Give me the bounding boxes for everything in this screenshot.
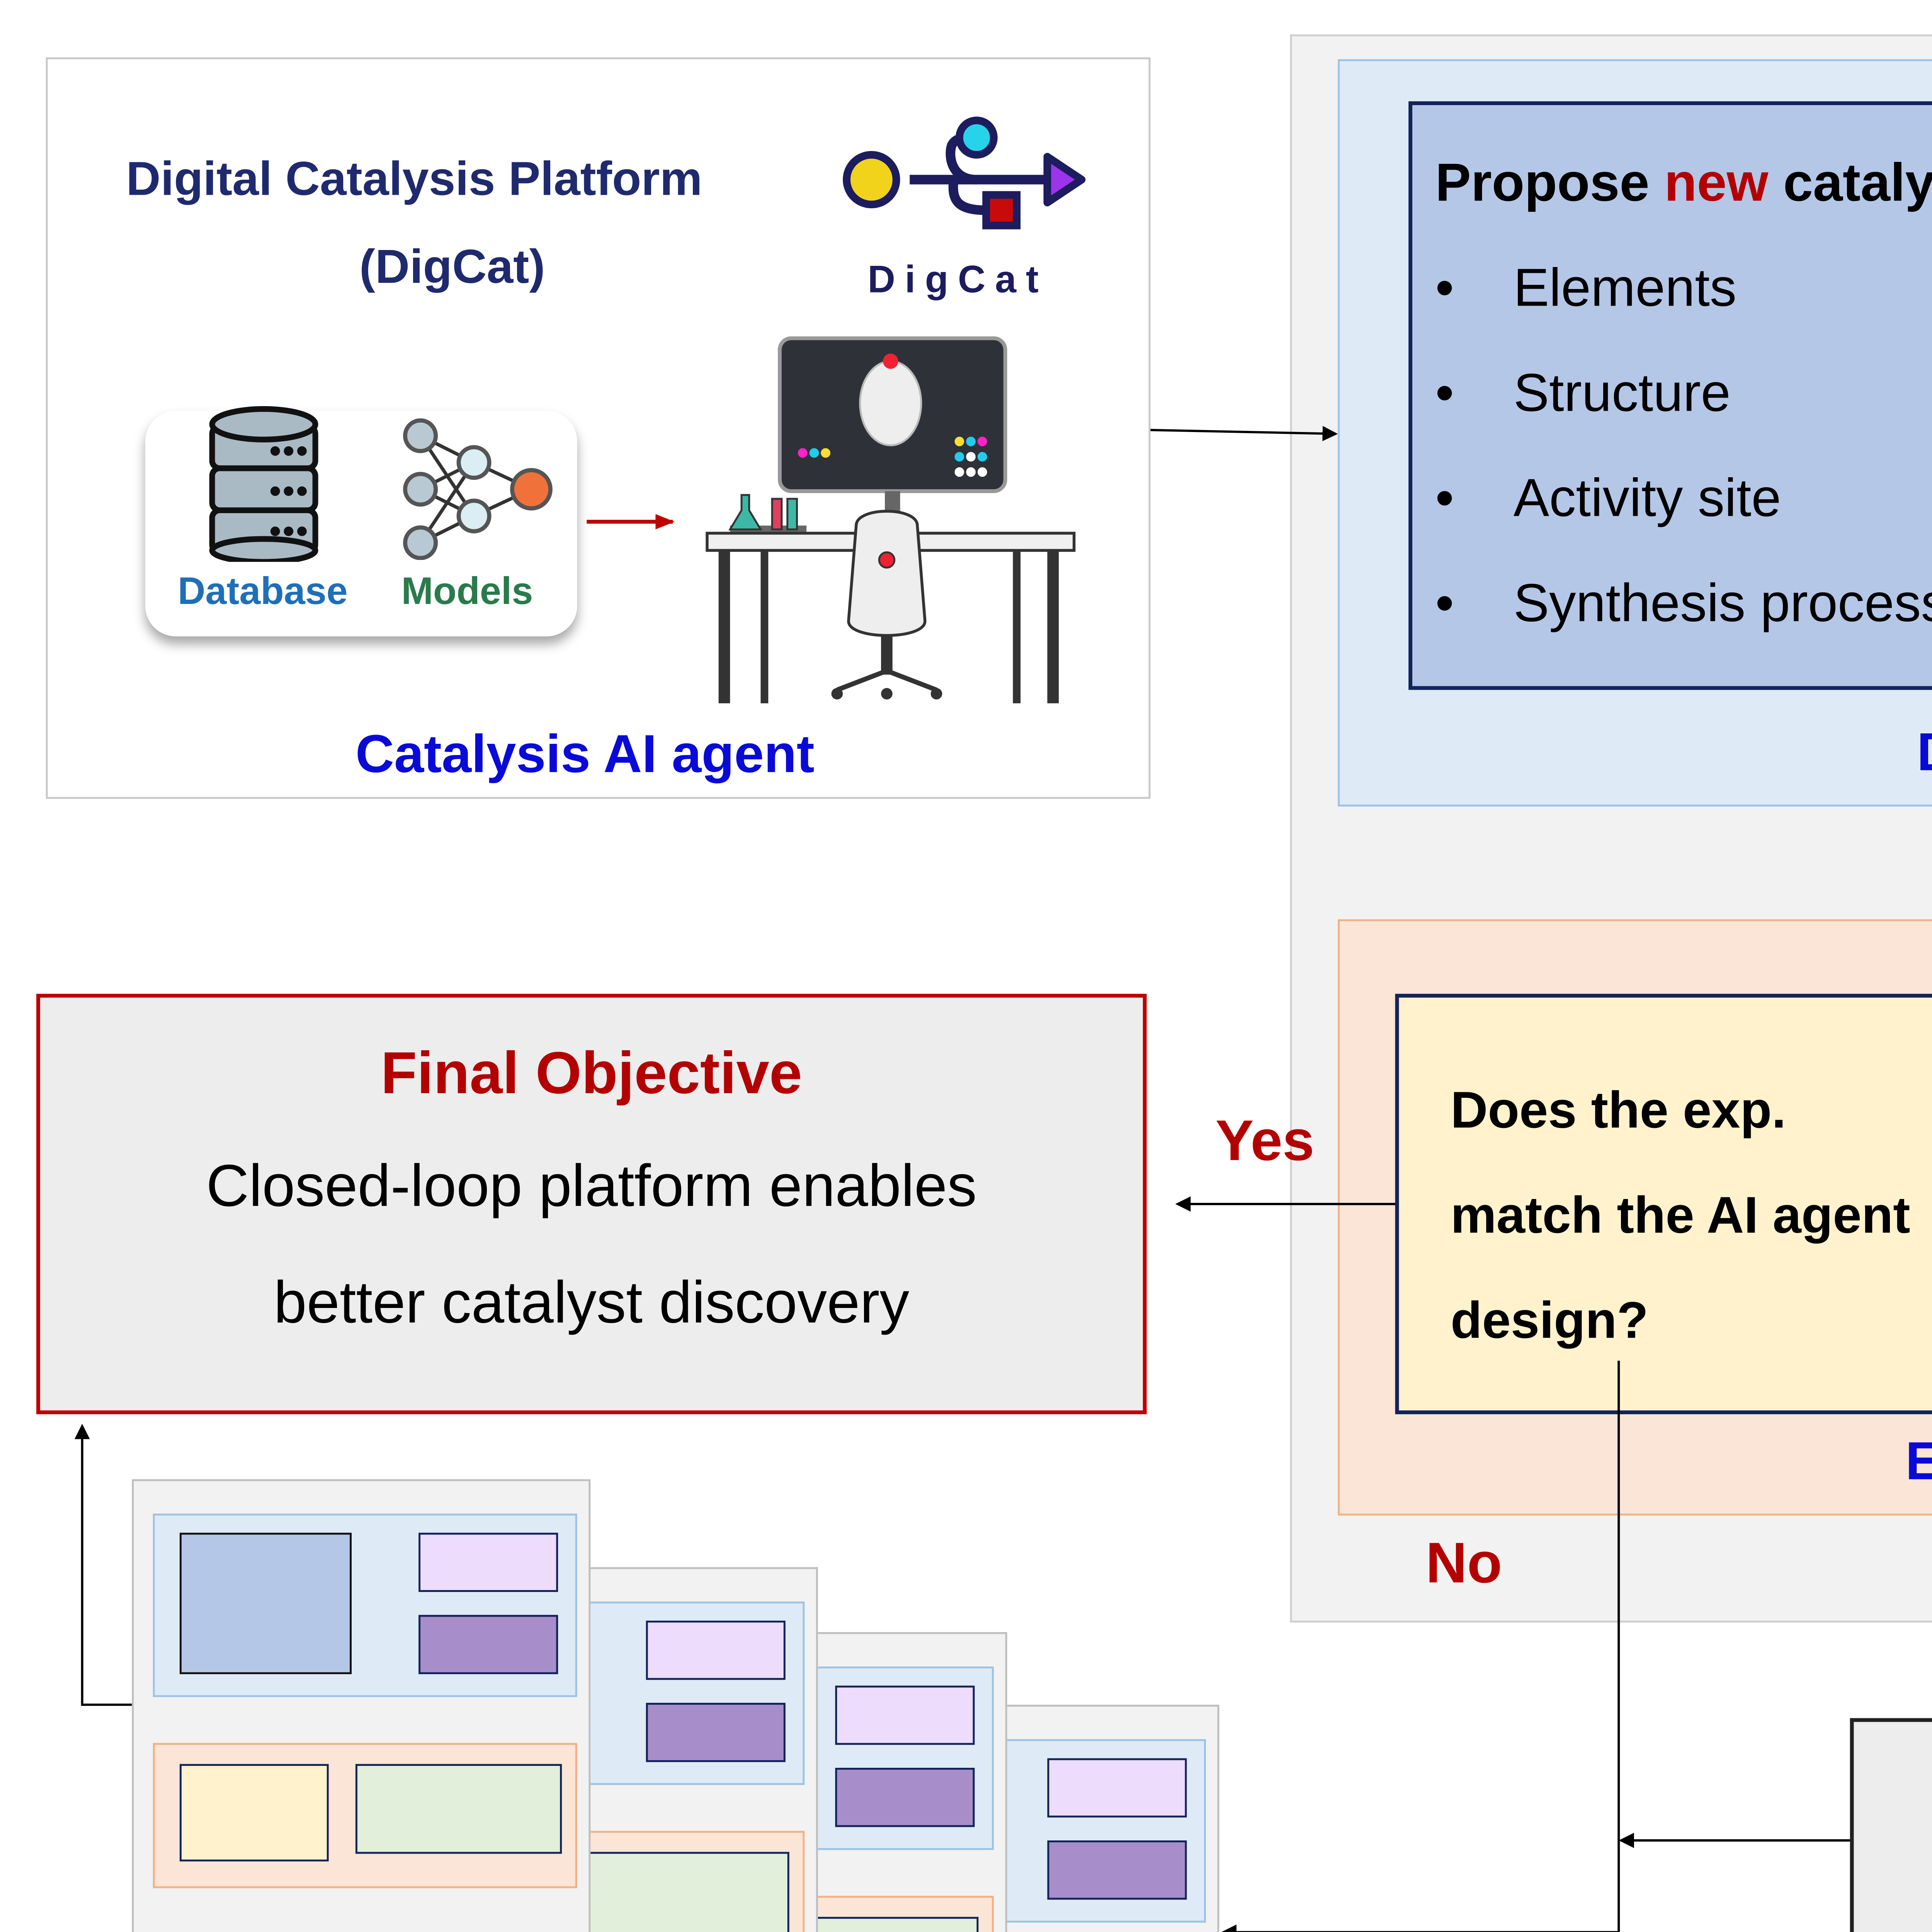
objective-title: Final Objective [381,1039,803,1107]
bullet-item: • Synthesis process [1435,573,1932,634]
decision-line2: match the AI agent [1451,1187,1910,1244]
database-label: Database [177,571,348,614]
propose-prefix: Propose [1435,153,1665,213]
objective-line2: better catalyst discovery [274,1269,910,1336]
bullet-elements: Elements [1513,258,1737,318]
decision-box: Does the exp. match the AI agent design? [1395,993,1932,1415]
bullet-structure: Structure [1513,363,1731,423]
device-physical-box [1047,1840,1187,1900]
experiments-section-label: Experiments [1905,1432,1932,1493]
device-ml-box [418,1532,558,1592]
device-experiments-box [355,1764,562,1854]
final-objective-box: Final Objective Closed-loop platform ena… [36,993,1147,1415]
no-label: No [1425,1532,1502,1596]
bullet-synthesis: Synthesis process [1513,573,1932,633]
objective-line1: Closed-loop platform enables [206,1152,977,1219]
decision-line1: Does the exp. [1451,1082,1786,1139]
propose-suffix: catalyst [1783,153,1932,213]
feedback-line2: directs to the new physical [1854,1884,1932,1932]
database-icon [209,406,318,562]
platform-subtitle: (DigCat) [359,241,545,294]
digcat-logo-icon [843,116,1086,230]
ai-agent-workstation-icon [706,336,1076,704]
bullet-item: • Structure [1435,363,1731,423]
bullet-item: • Activity site [1435,468,1781,528]
device-ml-box [835,1685,975,1745]
devices-to-objective-arrow [74,1423,132,1706]
propose-highlight: new [1664,153,1769,213]
device-physical-box [835,1768,975,1827]
device-decision-box [179,1764,329,1862]
device-experiments-box [583,1852,789,1932]
device-card [132,1479,591,1932]
models-label: Models [401,571,533,614]
device-ml-box [1047,1758,1187,1818]
device-ml-box [646,1621,786,1680]
bullet-activity-site: Activity site [1513,468,1781,528]
bullet-item: • Elements [1435,258,1737,318]
yes-label: Yes [1215,1110,1315,1173]
device-propose-box [179,1532,352,1674]
propose-catalyst-box: Propose new catalyst • Elements • Struct… [1408,101,1932,690]
device-physical-box [418,1615,558,1674]
feedback-box: Updated by the exp. results, AI directs … [1850,1718,1932,1932]
decision-line3: design? [1451,1292,1649,1349]
logo-text: DigCat [867,260,1048,302]
ai-agent-label: Catalysis AI agent [355,724,815,784]
device-physical-box [646,1702,786,1762]
platform-title: Digital Catalysis Platform [126,153,702,207]
propose-title: Propose new catalyst [1435,153,1932,214]
design-section-label: Design a new catalyst [1917,723,1932,784]
feedback-line1: Updated by the exp. results, AI [1854,1768,1932,1837]
neural-network-icon [403,418,553,560]
